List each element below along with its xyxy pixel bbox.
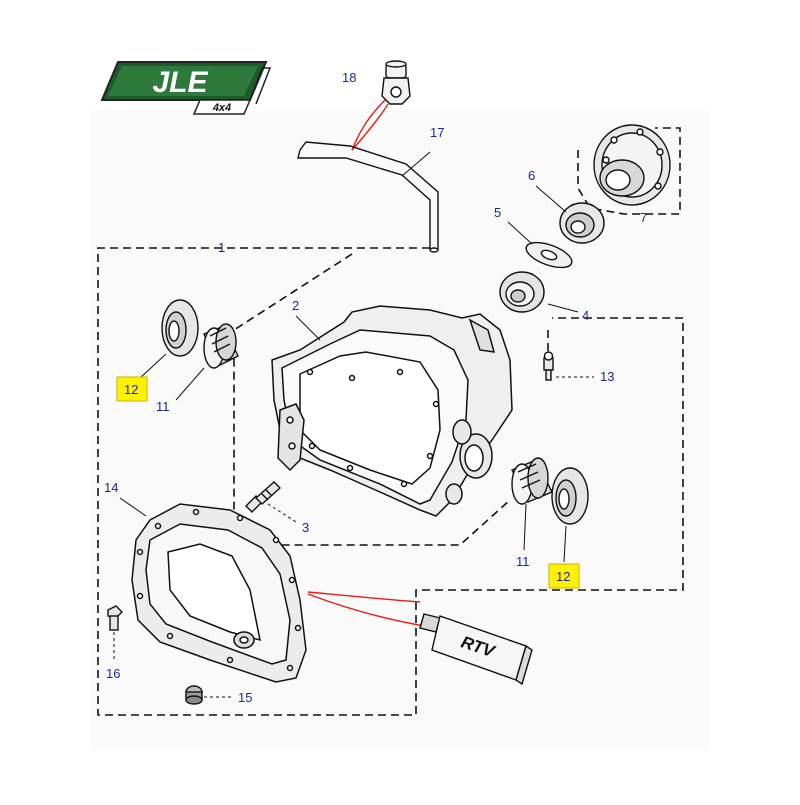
part-2-housing bbox=[271, 305, 513, 517]
callout-5: 5 bbox=[494, 205, 501, 220]
callout-12-right: 12 bbox=[556, 569, 570, 584]
callout-13: 13 bbox=[600, 369, 614, 384]
part-15-plug bbox=[185, 685, 203, 705]
callout-18: 18 bbox=[342, 70, 356, 85]
part-3-bolt bbox=[245, 481, 282, 513]
leader-lines bbox=[119, 151, 579, 563]
callout-3: 3 bbox=[302, 520, 309, 535]
callout-1: 1 bbox=[218, 240, 225, 255]
callout-15: 15 bbox=[238, 690, 252, 705]
part-14-cover bbox=[131, 503, 307, 683]
part-4-bearing bbox=[499, 271, 545, 313]
leader-18-red bbox=[351, 99, 389, 151]
rtv-tube bbox=[419, 613, 533, 686]
part-16-bolt bbox=[107, 605, 123, 631]
logo-badge-text: 4x4 bbox=[212, 102, 231, 114]
callout-16: 16 bbox=[106, 666, 120, 681]
part-7-flange bbox=[593, 124, 671, 206]
part-18-breather bbox=[381, 60, 411, 105]
leader-rtv-red bbox=[307, 591, 425, 627]
callout-4: 4 bbox=[582, 308, 589, 323]
group-outline-1 bbox=[97, 247, 684, 716]
part-17-hose bbox=[297, 141, 439, 253]
callout-11-right: 11 bbox=[516, 554, 530, 569]
callout-6: 6 bbox=[528, 168, 535, 183]
callout-2: 2 bbox=[292, 298, 299, 313]
callout-12-left: 12 bbox=[124, 382, 138, 397]
part-12-seal-left bbox=[161, 299, 199, 357]
part-13-vent bbox=[543, 351, 554, 381]
callout-labels: 18 17 6 5 7 1 2 4 13 11 14 3 11 16 15 bbox=[104, 70, 647, 705]
callout-11-left: 11 bbox=[156, 399, 170, 414]
part-5-washer bbox=[525, 241, 573, 269]
part-6-oil-seal bbox=[559, 202, 605, 244]
part-11-bearing-left bbox=[203, 323, 239, 369]
group-outline-7 bbox=[577, 127, 681, 215]
callout-12-left-highlight: 12 bbox=[116, 376, 148, 402]
logo-brand-text: JLE bbox=[152, 66, 208, 99]
callout-17: 17 bbox=[430, 125, 444, 140]
jle-logo: JLE 4x4 bbox=[100, 61, 272, 115]
callout-14: 14 bbox=[104, 480, 118, 495]
part-12-seal-right bbox=[551, 467, 589, 525]
callout-7: 7 bbox=[640, 210, 647, 225]
callout-12-right-highlight: 12 bbox=[548, 563, 580, 589]
